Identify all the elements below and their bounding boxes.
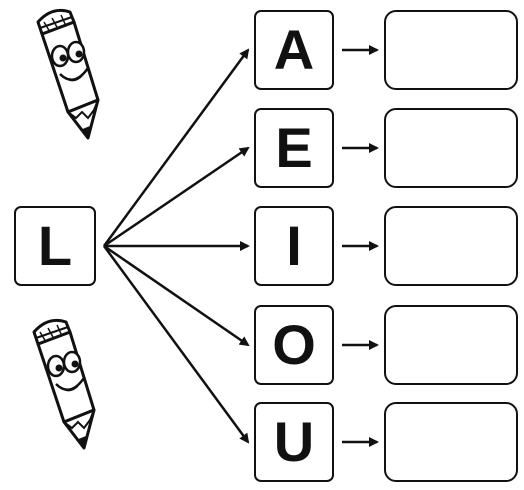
vowel-box: I [254, 206, 334, 286]
syllable-answer-box[interactable] [384, 402, 518, 482]
branch-arrow [104, 246, 248, 442]
syllable-answer-box[interactable] [384, 10, 518, 90]
consonant-letter: L [38, 218, 72, 274]
vowel-letter: U [274, 414, 314, 470]
vowel-letter: I [286, 218, 302, 274]
branch-arrow [104, 50, 248, 246]
pencil-character-icon [38, 10, 98, 138]
vowel-box: E [254, 108, 334, 188]
branch-arrow [104, 246, 248, 345]
vowel-letter: E [275, 120, 312, 176]
vowel-box: A [254, 10, 334, 90]
pencil-character-icon [34, 320, 94, 448]
syllable-answer-box[interactable] [384, 206, 518, 286]
vowel-letter: O [272, 317, 316, 373]
branch-arrow [104, 148, 248, 246]
vowel-letter: A [274, 22, 314, 78]
consonant-box: L [14, 206, 96, 286]
vowel-box: O [254, 305, 334, 385]
vowel-box: U [254, 402, 334, 482]
branch-arrows [104, 50, 248, 442]
syllable-answer-box[interactable] [384, 108, 518, 188]
connector-arrows [342, 50, 377, 442]
syllable-answer-box[interactable] [384, 305, 518, 385]
